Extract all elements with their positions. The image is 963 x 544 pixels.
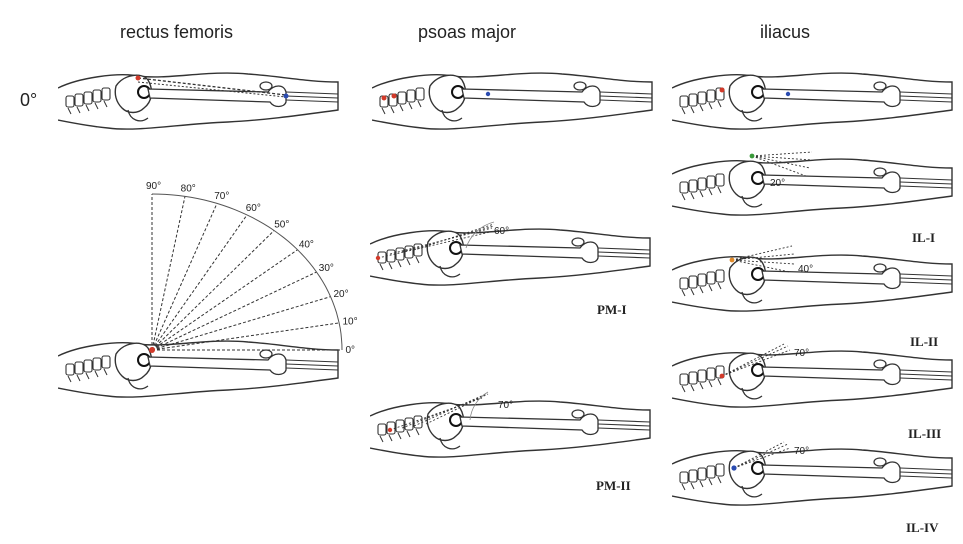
protractor-tick-label: 70° [214, 191, 229, 202]
rectus-femoris-0deg-figure [58, 72, 339, 131]
pm-ii-angle-label: 70° [498, 400, 513, 411]
iliacus-0deg-figure [672, 72, 953, 131]
psoas-insertion-marker [485, 91, 491, 97]
iliacus-title: iliacus [760, 22, 811, 42]
rectus-insertion-marker [283, 93, 289, 99]
rectus-femoris-protractor-figure: 0° 10° 20° 30° 40° 50° 60° 70° 80° 90° [58, 181, 358, 399]
protractor-tick-label: 60° [246, 203, 261, 214]
protractor-ray [151, 271, 317, 351]
il-iv-figure: 70° [672, 441, 953, 507]
pm-i-figure: 60° [370, 221, 651, 287]
protractor-tick-label: 10° [342, 317, 357, 328]
il-i-angle-label: 20° [770, 178, 785, 189]
protractor-tick-label: 50° [274, 220, 289, 231]
protractor-tick-label: 20° [333, 289, 348, 300]
protractor-origin-marker [149, 347, 155, 353]
il-ii-angle-label: 40° [798, 264, 813, 275]
zero-degree-row-label: 0° [20, 90, 38, 110]
protractor-tick-label: 40° [299, 240, 314, 251]
il-i-figure: 20° [672, 151, 953, 217]
il-iii-angle-label: 70° [794, 348, 809, 359]
protractor-ray [151, 214, 248, 351]
il-iv-angle-label: 70° [794, 446, 809, 457]
protractor-ray [151, 230, 275, 351]
pm-i-angle-label: 60° [494, 226, 509, 237]
protractor-ray [151, 322, 340, 351]
protractor-tick-label: 90° [146, 181, 161, 192]
protractor-arc [151, 193, 343, 351]
protractor-ray [151, 249, 298, 351]
il-ii-caption: IL-II [910, 334, 939, 349]
il-ii-figure: 40° [672, 245, 953, 313]
protractor-tick-label: 80° [181, 184, 196, 195]
pm-ii-caption: PM-II [596, 478, 631, 493]
protractor-ray [151, 203, 218, 351]
il-iii-caption: IL-III [908, 426, 942, 441]
psoas-major-title: psoas major [418, 22, 517, 42]
pm-ii-figure: 70° [370, 391, 651, 459]
protractor-tick-label: 30° [319, 263, 334, 274]
pm-i-caption: PM-I [597, 302, 627, 317]
protractor-ray [151, 296, 331, 351]
protractor-ray [151, 196, 186, 351]
il-i-caption: IL-I [912, 230, 936, 245]
il-iii-figure: 70° [672, 343, 953, 409]
rectus-femoris-title: rectus femoris [120, 22, 234, 42]
il-iv-caption: IL-IV [906, 520, 939, 535]
protractor-angle-lines [151, 194, 342, 351]
rectus-origin-marker [135, 75, 141, 81]
protractor-tick-label: 0° [346, 345, 356, 356]
psoas-major-0deg-figure [372, 72, 653, 131]
